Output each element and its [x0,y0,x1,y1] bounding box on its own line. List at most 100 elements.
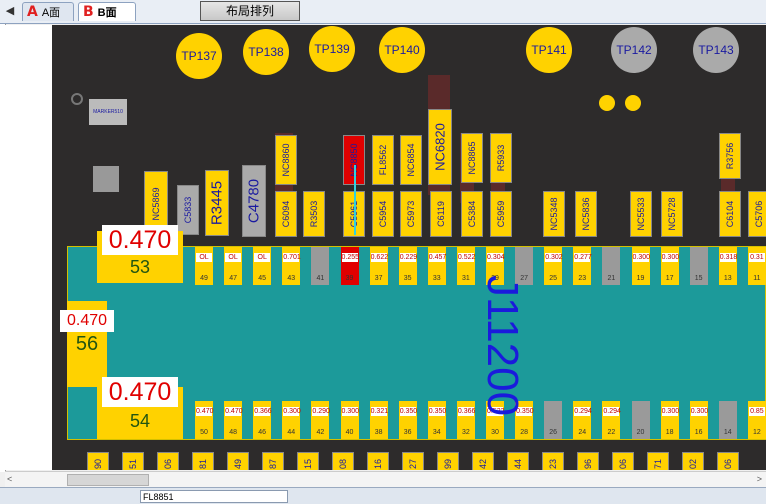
component[interactable]: 90 [87,452,109,470]
component[interactable]: 49 [227,452,249,470]
component[interactable]: 44 [507,452,529,470]
component[interactable]: 16 [367,452,389,470]
component[interactable]: 23 [542,452,564,470]
component[interactable]: 06 [612,452,634,470]
component[interactable]: NC5728 [661,191,683,237]
component[interactable]: C6119 [430,191,452,237]
component[interactable]: C6094 [275,191,297,237]
scroll-left-arrow-icon[interactable]: ◀ [5,5,15,17]
small-test-point[interactable] [599,95,615,111]
marker-fiducial[interactable]: MARKER510 [89,99,127,125]
component[interactable]: 99 [437,452,459,470]
component[interactable]: NC8865 [461,133,483,183]
component[interactable]: NC5533 [630,191,652,237]
component[interactable]: C6104 [719,191,741,237]
component[interactable]: R3445 [205,170,229,236]
test-point[interactable]: TP141 [526,27,572,73]
component[interactable]: R3503 [303,191,325,237]
scroll-left-icon[interactable]: < [7,474,13,484]
test-point[interactable]: TP142 [611,27,657,73]
component[interactable]: R5933 [490,133,512,183]
component[interactable]: NC5836 [575,191,597,237]
component[interactable]: NC8860 [275,135,297,185]
component[interactable]: 02 [682,452,704,470]
layout-arrange-button[interactable]: 布局排列 [200,1,300,21]
component[interactable]: NC5348 [543,191,565,237]
test-point[interactable]: TP143 [693,27,739,73]
component[interactable]: 08 [332,452,354,470]
scroll-thumb[interactable] [67,474,149,486]
component[interactable]: 42 [472,452,494,470]
component[interactable]: 87 [262,452,284,470]
test-point[interactable]: TP140 [379,27,425,73]
connector-pin[interactable]: 14 [718,401,737,439]
test-point[interactable]: TP139 [309,26,355,72]
component[interactable]: C5973 [400,191,422,237]
component[interactable]: C5706 [748,191,766,237]
component[interactable]: 06 [717,452,739,470]
connector-pin[interactable]: 26 [544,401,563,439]
connector-pin[interactable]: 41 [311,247,330,285]
component[interactable]: C5959 [490,191,512,237]
component[interactable]: C4780 [242,165,266,237]
component[interactable]: R3756 [719,133,741,179]
small-test-point[interactable] [625,95,641,111]
connector-pin[interactable]: 27 [515,247,534,285]
test-point[interactable]: TP138 [243,29,289,75]
connector-pin[interactable]: 20 [631,401,650,439]
component[interactable]: C5954 [372,191,394,237]
pcb-canvas[interactable]: TP137 TP138 TP139 TP140 TP141 TP142 TP14… [5,25,766,470]
component[interactable]: 81 [192,452,214,470]
component[interactable]: 27 [402,452,424,470]
component[interactable]: 71 [647,452,669,470]
test-point[interactable]: TP137 [176,33,222,79]
component[interactable]: 96 [577,452,599,470]
connector-pin[interactable]: 21 [602,247,621,285]
scroll-right-icon[interactable]: > [756,474,762,484]
component[interactable]: C5384 [461,191,483,237]
component[interactable]: 15 [297,452,319,470]
component[interactable]: NC6854 [400,135,422,185]
component[interactable]: C5833 [177,185,199,235]
horizontal-scrollbar[interactable]: < > [5,471,766,488]
connector-pin[interactable]: 15 [689,247,708,285]
component[interactable]: 06 [157,452,179,470]
component[interactable]: FL8562 [372,135,394,185]
component[interactable]: NC6820 [428,109,452,185]
